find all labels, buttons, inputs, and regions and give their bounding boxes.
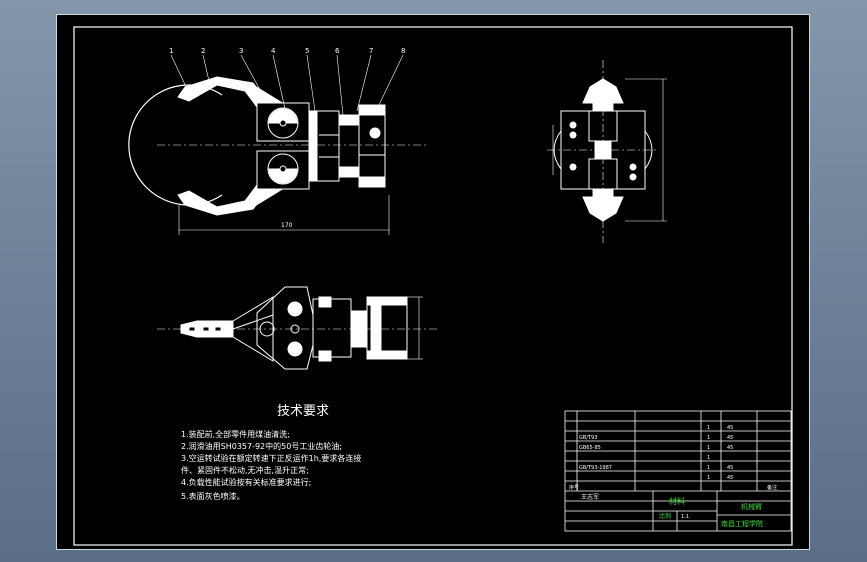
dimension-label: 170 — [281, 222, 293, 229]
bom-material: 45 — [727, 465, 733, 471]
bom-qty: 1 — [707, 465, 710, 471]
tech-requirements: 技术要求 1.装配前,全部零件用煤油清洗; 2.润滑油用SH0357-92中的5… — [181, 404, 361, 501]
bom-material: 45 — [727, 445, 733, 451]
drawing-sheet: 1 2 3 4 5 6 7 8 170 — [56, 14, 810, 550]
bom-header-remark: 备注 — [767, 484, 777, 491]
inner-border — [73, 26, 793, 546]
bom-material: 45 — [727, 435, 733, 441]
tech-note: 件、紧固件不松动,无冲击,温升正常; — [181, 465, 309, 475]
part-number: 8 — [401, 47, 405, 55]
part-number-labels: 1 2 3 4 5 6 7 8 170 — [169, 47, 405, 229]
part-number: 4 — [271, 47, 276, 55]
bom-code: GB/T93 — [579, 435, 597, 441]
part-number: 3 — [239, 47, 243, 55]
front-view — [128, 54, 427, 235]
bom-qty: 1 — [707, 455, 710, 461]
bom-qty: 1 — [707, 475, 710, 481]
scale-label: 比例 — [659, 512, 671, 520]
school-name: 南昌工程学院 — [721, 519, 763, 528]
part-number: 2 — [201, 47, 205, 55]
tech-title: 技术要求 — [277, 404, 329, 419]
bom-header-seq: 序号 — [569, 484, 579, 491]
bom-code: GB/T93-1987 — [579, 465, 612, 471]
scale-value: 1:1 — [681, 514, 689, 520]
tech-note: 2.润滑油用SH0357-92中的50号工业齿轮油; — [181, 441, 342, 451]
bom-code: GB65-85 — [579, 445, 601, 451]
bom-material: 45 — [727, 425, 733, 431]
bom-qty: 1 — [707, 425, 710, 431]
tech-note: 3.空运转试验在额定转速下正反运作1h,要求各连接 — [181, 453, 361, 463]
title-block[interactable] — [564, 410, 792, 532]
tech-note: 5.表面灰色喷漆。 — [181, 491, 245, 501]
drawing-title: 机械臂 — [741, 502, 762, 511]
bom-qty: 1 — [707, 435, 710, 441]
bom-qty: 1 — [707, 445, 710, 451]
tech-note: 4.负载性能试验按有关标准要求进行; — [181, 477, 311, 487]
title-block-text: 1 45 GB/T93 1 45 GB65-85 1 45 1 GB/T93-1… — [569, 425, 777, 528]
cad-drawing-canvas[interactable]: 1 2 3 4 5 6 7 8 170 — [57, 15, 809, 549]
designer-cell: 王志军 — [581, 493, 599, 501]
tech-note: 1.装配前,全部零件用煤油清洗; — [181, 429, 290, 439]
part-number: 7 — [369, 47, 373, 55]
part-number: 5 — [305, 47, 309, 55]
part-number: 6 — [335, 47, 340, 55]
top-view — [157, 286, 437, 370]
side-view — [547, 60, 667, 243]
part-number: 1 — [169, 47, 173, 55]
bom-material: 45 — [727, 475, 733, 481]
material-label: 材料 — [669, 496, 685, 506]
